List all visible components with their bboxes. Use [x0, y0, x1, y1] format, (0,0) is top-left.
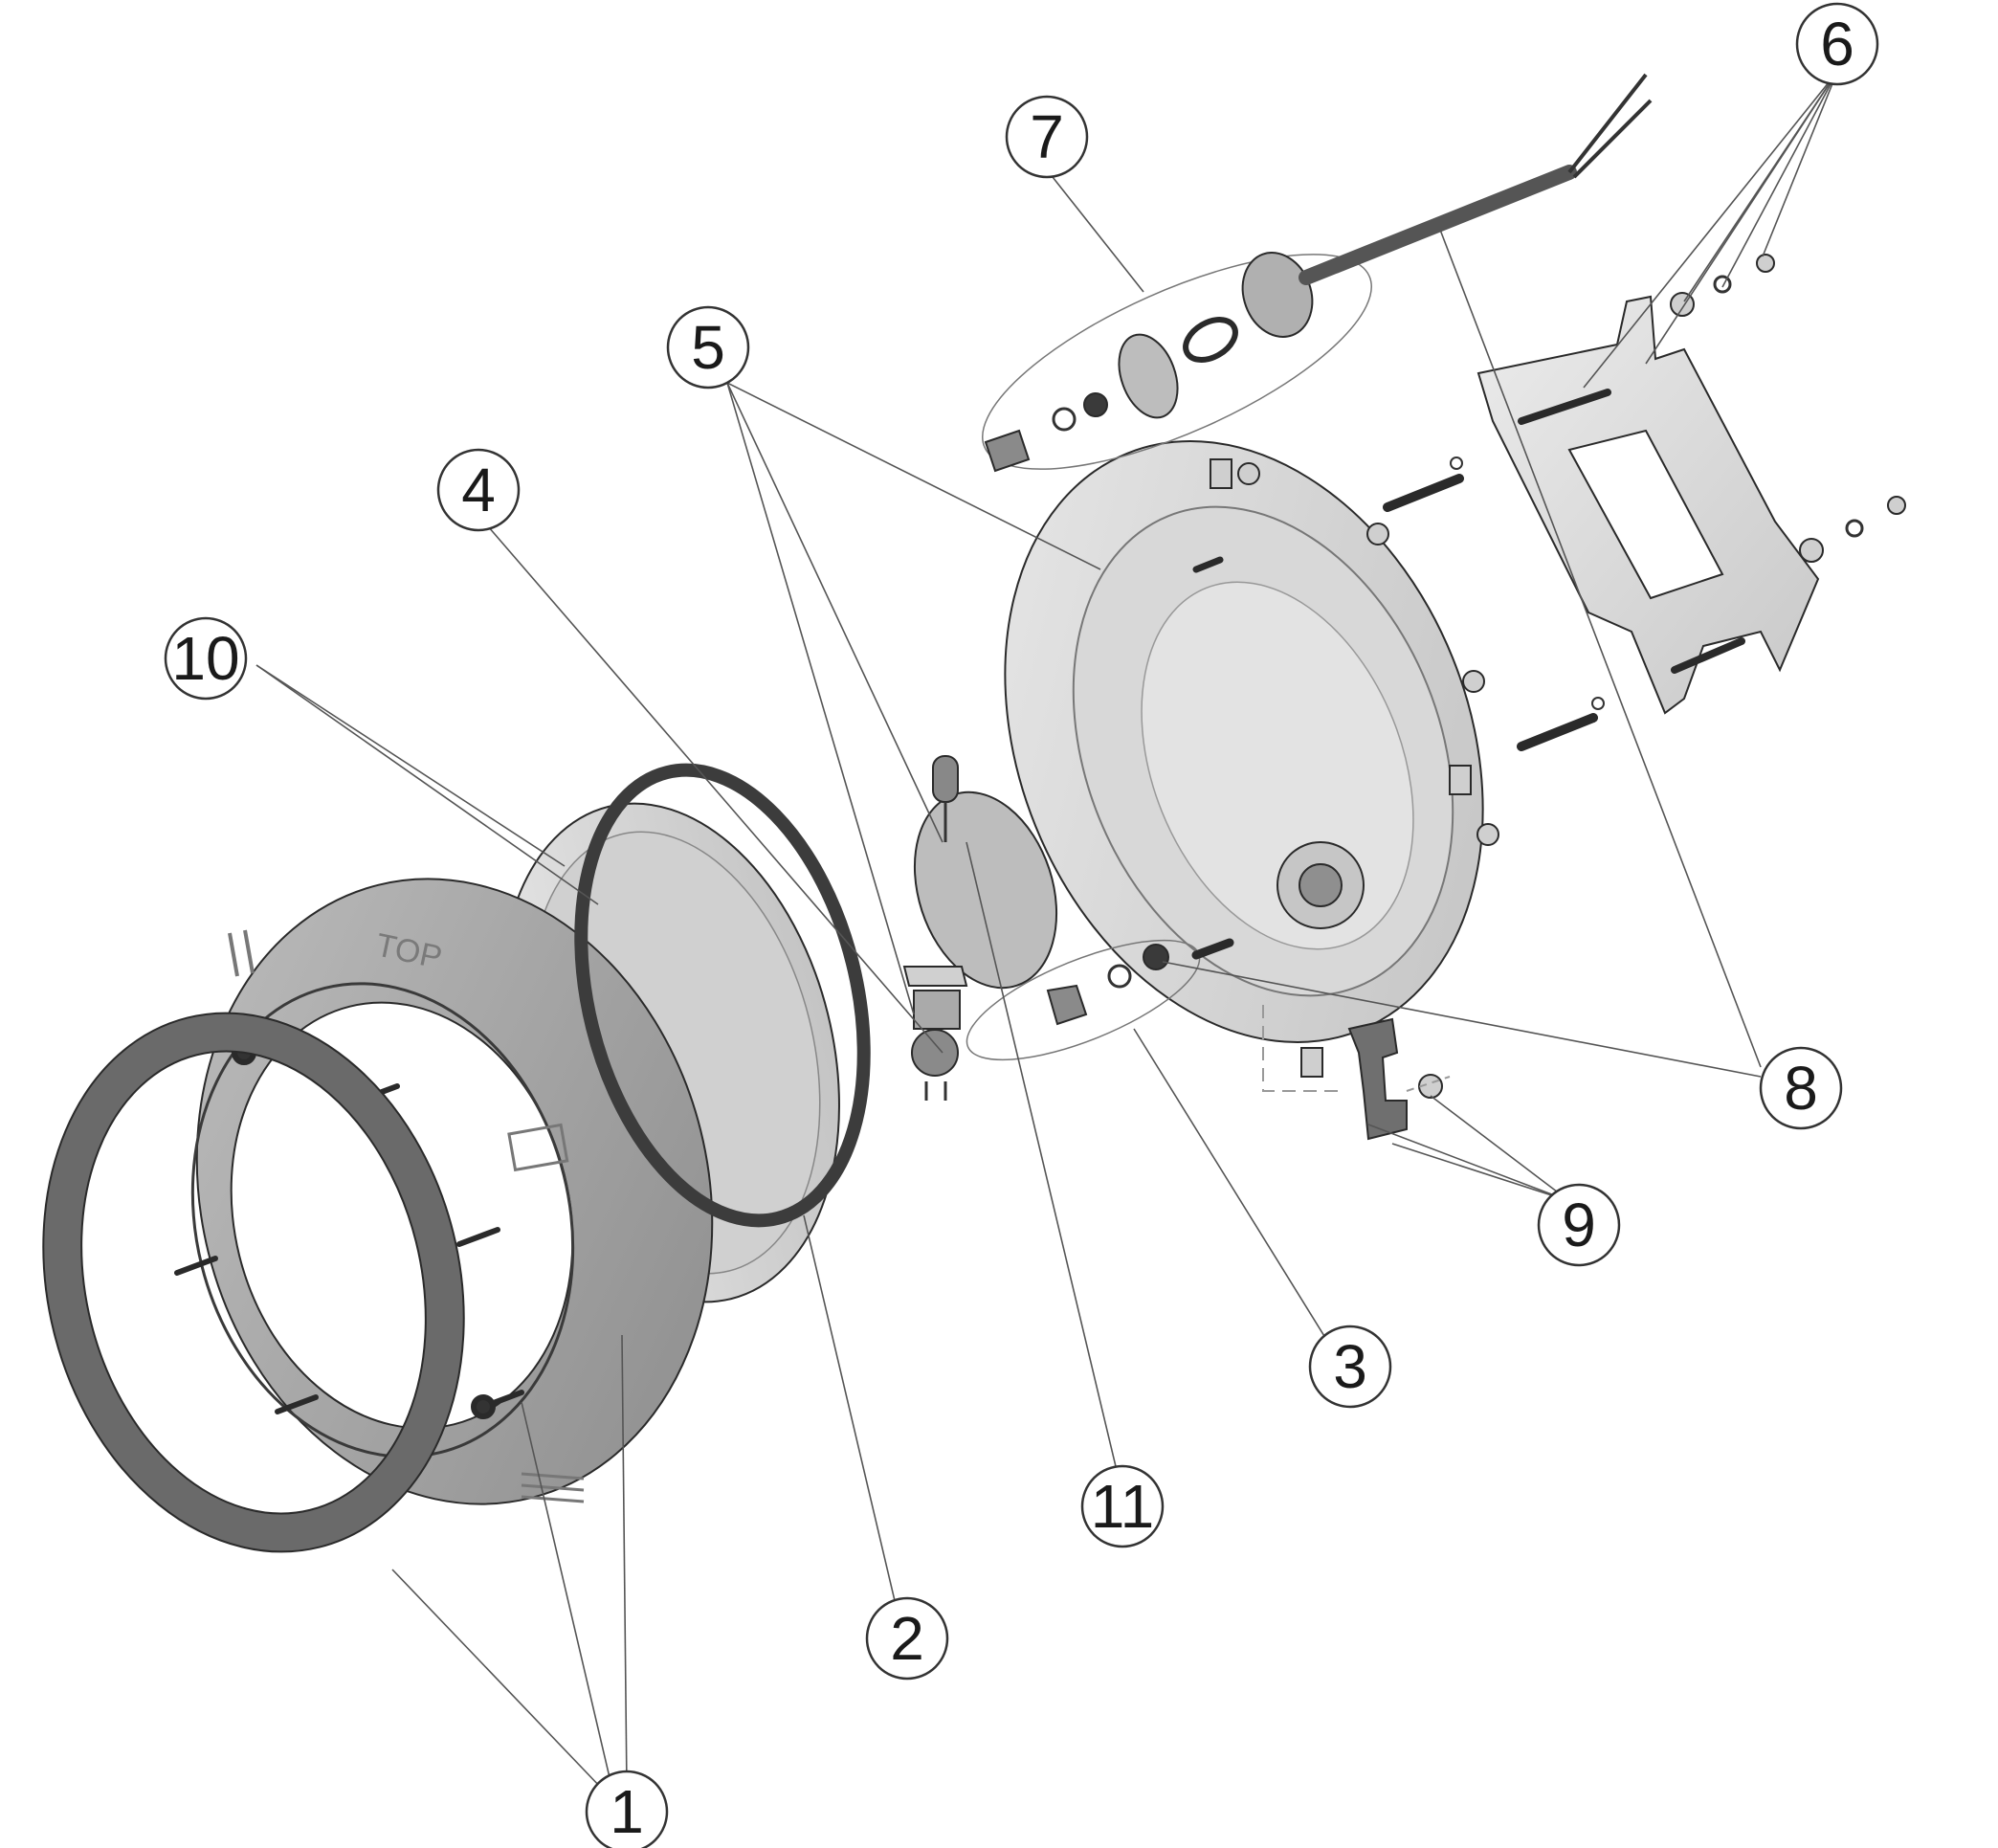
callout-8: 8 — [1759, 1046, 1843, 1130]
callout-6-label: 6 — [1820, 10, 1854, 78]
callout-7-label: 7 — [1030, 102, 1064, 171]
callout-1-label: 1 — [610, 1777, 644, 1846]
callout-7: 7 — [1005, 95, 1089, 179]
mounting-bracket-part — [1237, 254, 1906, 846]
lens-disc-part — [913, 755, 1058, 990]
rear-housing-part — [1004, 440, 1484, 1078]
callout-3-label: 3 — [1333, 1332, 1367, 1401]
lamp-holder-part — [902, 966, 968, 1101]
callout-3: 3 — [1308, 1325, 1392, 1409]
callout-11-label: 11 — [1091, 1472, 1154, 1541]
clip-part — [1262, 1005, 1451, 1141]
callout-4: 4 — [436, 448, 521, 532]
leader-lines — [255, 71, 1838, 1791]
callouts: 1 2 3 4 5 6 7 8 — [164, 2, 1879, 1848]
gasket-ring-part — [574, 763, 871, 1228]
callout-9: 9 — [1537, 1183, 1621, 1267]
callout-11: 11 — [1080, 1464, 1165, 1548]
cable-gland-part — [982, 73, 1653, 473]
front-flange-part: TOP — [42, 802, 840, 1553]
callout-10: 10 — [164, 616, 248, 701]
callout-5-label: 5 — [691, 313, 725, 382]
callout-2-label: 2 — [890, 1604, 924, 1673]
callout-2: 2 — [865, 1596, 949, 1681]
callout-4-label: 4 — [461, 456, 496, 524]
callout-6: 6 — [1795, 2, 1879, 86]
callout-9-label: 9 — [1562, 1191, 1596, 1259]
callout-1: 1 — [585, 1770, 669, 1848]
housing-gland-part — [966, 938, 1234, 1061]
callout-8-label: 8 — [1784, 1054, 1818, 1123]
callout-10-label: 10 — [171, 624, 239, 693]
callout-5: 5 — [666, 305, 750, 390]
